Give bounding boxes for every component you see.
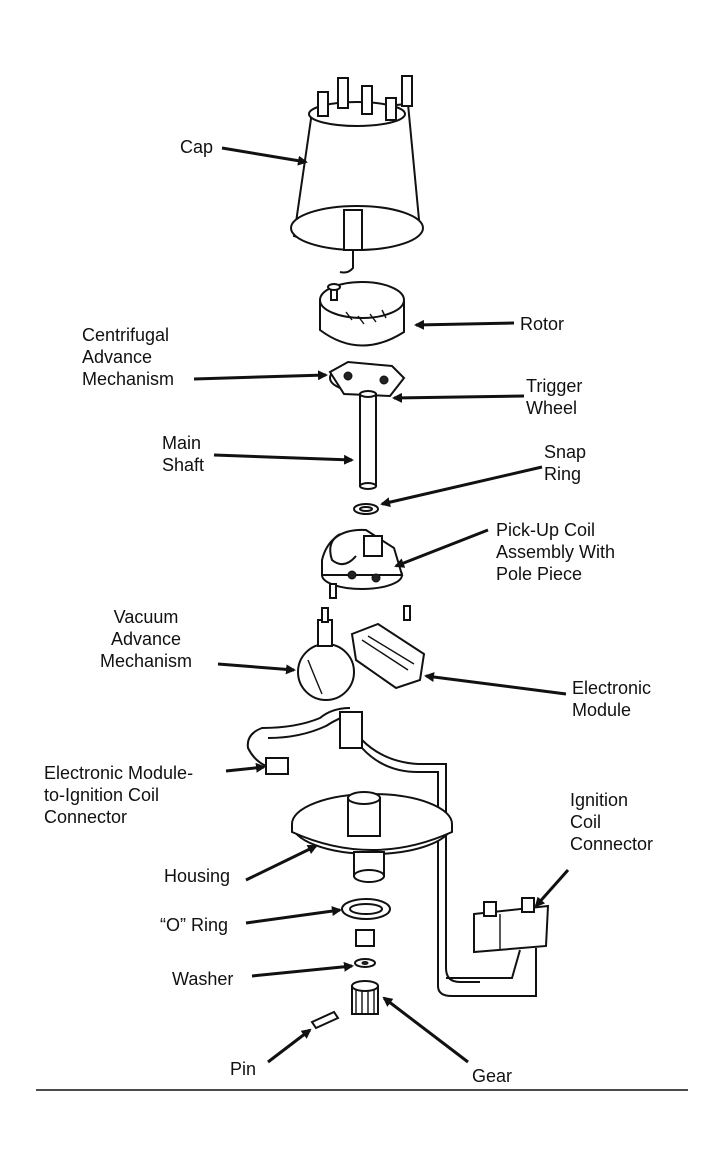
washer-part (354, 929, 376, 968)
leader-arrows (193, 146, 570, 1064)
module-connector-line-1: Electronic Module- (44, 763, 194, 783)
trigger-wheel-line-1: Trigger (526, 376, 583, 396)
module-connector-label: Electronic Module- to-Ignition Coil Conn… (44, 762, 193, 828)
module-connector-arrow (225, 762, 266, 773)
washer-label: Washer (172, 969, 234, 989)
ignition-coil-connector-label: Ignition Coil Connector (570, 789, 653, 855)
pin-label: Pin (230, 1059, 257, 1079)
cap-label: Cap (180, 137, 214, 157)
rotor-part (319, 281, 405, 347)
electronic-module-label: Electronic Module (572, 677, 651, 721)
gear-arrow (382, 996, 469, 1064)
o-ring-label: “O” Ring (160, 915, 229, 935)
snap-ring-label: Snap Ring (544, 441, 586, 485)
snap-ring-part (353, 503, 379, 515)
gear-label: Gear (472, 1066, 513, 1086)
ignition-coil-connector-line-2: Coil (570, 812, 602, 832)
o-ring-arrow (245, 906, 342, 925)
o-ring-part (341, 898, 391, 920)
ignition-coil-connector-part (473, 897, 550, 954)
vacuum-advance-line-3: Mechanism (100, 651, 193, 671)
ignition-coil-connector-line-1: Ignition (570, 790, 629, 810)
rotor-label: Rotor (520, 314, 565, 334)
centrifugal-line-2: Advance (82, 347, 153, 367)
wiring-harness (246, 707, 537, 997)
pin-part (310, 1010, 340, 1030)
vacuum-advance-part (297, 607, 355, 701)
ignition-coil-connector-arrow (534, 869, 570, 908)
vacuum-advance-arrow (217, 662, 296, 675)
rotor-arrow (414, 319, 515, 330)
pickup-coil-line-3: Pole Piece (496, 564, 583, 584)
vacuum-advance-line-2: Advance (110, 629, 182, 649)
cap-part (290, 75, 424, 274)
electronic-module-arrow (424, 672, 567, 696)
module-connector-line-3: Connector (44, 807, 128, 827)
snap-ring-line-1: Snap (544, 442, 587, 462)
trigger-wheel-line-2: Wheel (526, 398, 578, 418)
washer-arrow (251, 961, 354, 978)
module-connector-line-2: to-Ignition Coil (44, 785, 160, 805)
centrifugal-arrow (193, 370, 328, 381)
snap-ring-arrow (380, 465, 543, 508)
main-shaft-line-1: Main (162, 433, 202, 453)
snap-ring-line-2: Ring (544, 464, 582, 484)
gear-part (351, 980, 379, 1015)
pickup-coil-label: Pick-Up Coil Assembly With Pole Piece (496, 519, 615, 585)
pickup-coil-line-1: Pick-Up Coil (496, 520, 596, 540)
main-shaft-label: Main Shaft (162, 432, 204, 476)
housing-part (291, 791, 453, 883)
main-shaft-arrow (213, 453, 354, 465)
pickup-coil-part (321, 528, 411, 621)
centrifugal-line-1: Centrifugal (82, 325, 170, 345)
trigger-wheel-label: Trigger Wheel (526, 375, 582, 419)
housing-arrow (245, 844, 318, 882)
vacuum-advance-line-1: Vacuum (113, 607, 179, 627)
electronic-module-line-1: Electronic (572, 678, 652, 698)
pickup-coil-line-2: Assembly With (496, 542, 616, 562)
electronic-module-part (350, 622, 426, 690)
pickup-coil-arrow (394, 528, 489, 568)
vacuum-advance-label: Vacuum Advance Mechanism (100, 606, 192, 672)
ignition-coil-connector-line-3: Connector (570, 834, 654, 854)
trigger-wheel-arrow (392, 392, 525, 403)
centrifugal-line-3: Mechanism (82, 369, 175, 389)
cap-arrow (221, 146, 308, 166)
centrifugal-advance-label: Centrifugal Advance Mechanism (82, 324, 174, 390)
housing-label: Housing (164, 866, 231, 886)
main-shaft-part (359, 390, 377, 490)
pin-arrow (267, 1028, 312, 1064)
main-shaft-line-2: Shaft (162, 455, 205, 475)
electronic-module-line-2: Module (572, 700, 632, 720)
